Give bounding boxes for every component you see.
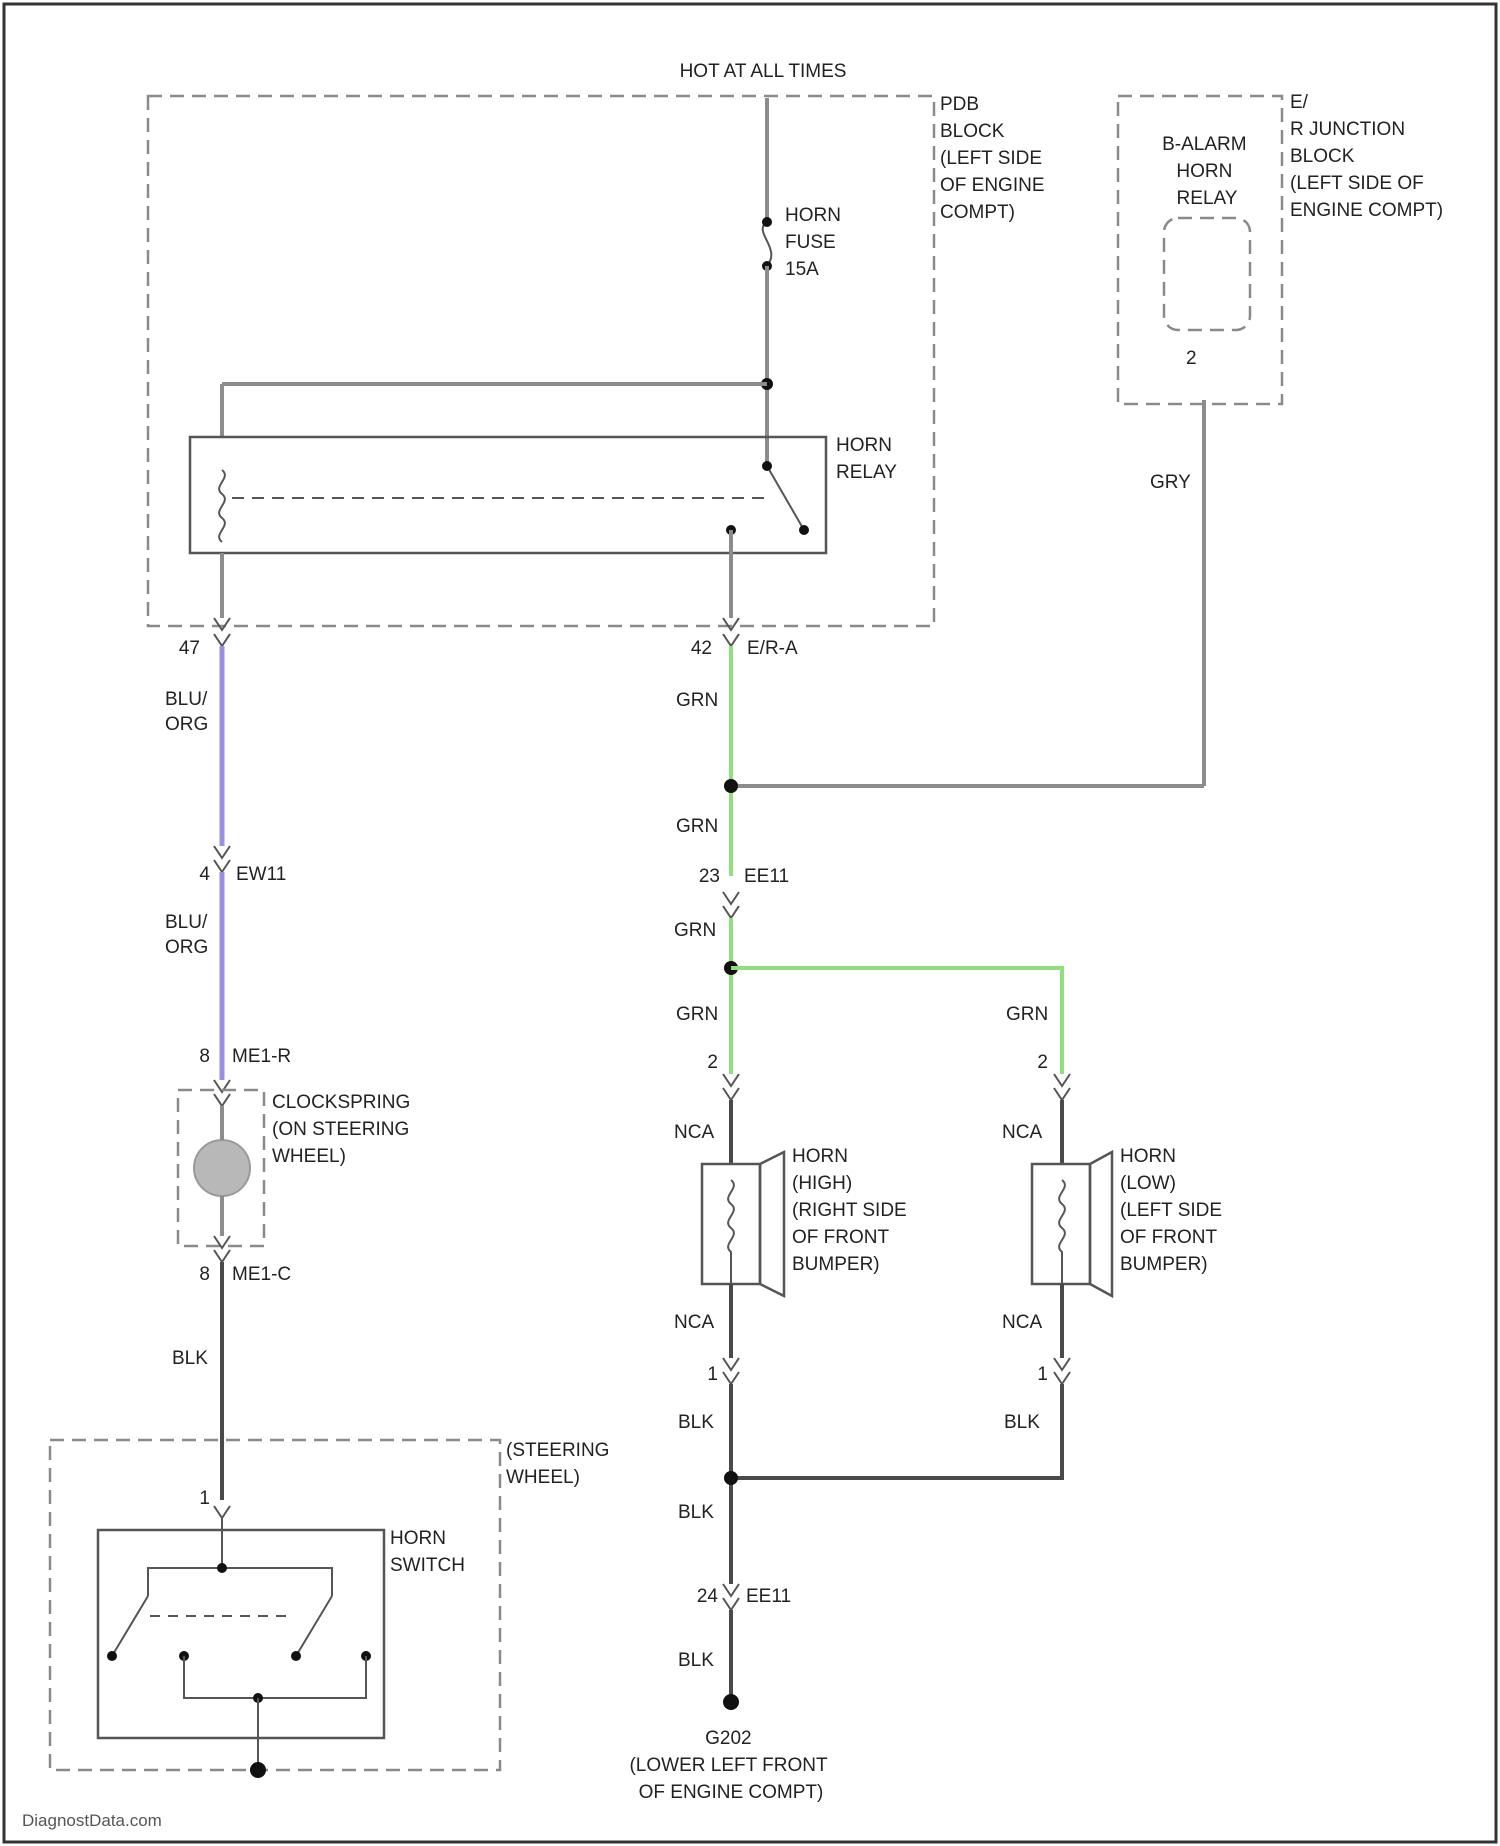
pin-8-label: 8 <box>199 1046 210 1067</box>
relay-pin-label: 2 <box>1186 348 1197 369</box>
ground-g202-dot <box>723 1694 739 1710</box>
relay-contact-end <box>799 525 809 535</box>
blk-label-switch: BLK <box>172 1348 208 1369</box>
pin-2-high-label: 2 <box>707 1052 718 1073</box>
conn-ee11-bottom-label: EE11 <box>746 1586 791 1607</box>
gry-wire-label: GRY <box>1150 472 1191 493</box>
conn-me1-r-label: ME1-R <box>232 1046 291 1067</box>
nca-label-low-top: NCA <box>1002 1122 1042 1143</box>
nca-label-high-top: NCA <box>674 1122 714 1143</box>
pin-2-low-label: 2 <box>1037 1052 1048 1073</box>
pin-23-label: 23 <box>699 866 720 887</box>
relay-contact-pivot <box>762 461 772 471</box>
fuse-terminal-top <box>762 217 772 227</box>
pin-1-low-label: 1 <box>1037 1364 1048 1385</box>
grn-label-3: GRN <box>674 920 716 941</box>
switch-top-node <box>217 1563 227 1573</box>
watermark: DiagnostData.com <box>22 1811 162 1830</box>
blk-label-3: BLK <box>678 1502 714 1523</box>
pin-8b-label: 8 <box>199 1264 210 1285</box>
conn-er-a-label: E/R-A <box>747 638 798 659</box>
hot-at-all-times-label: HOT AT ALL TIMES <box>680 61 847 82</box>
conn-me1-c-label: ME1-C <box>232 1264 291 1285</box>
grn-label-1: GRN <box>676 690 718 711</box>
outer-frame <box>4 4 1496 1842</box>
pin-1-high-label: 1 <box>707 1364 718 1385</box>
nca-label-high-bottom: NCA <box>674 1312 714 1333</box>
switch-ground-dot <box>250 1762 266 1778</box>
blk-junction <box>724 1471 738 1485</box>
switch-contact-right-end <box>291 1651 301 1661</box>
conn-ee11-label: EE11 <box>744 866 789 887</box>
blk-label-2: BLK <box>1004 1412 1040 1433</box>
clockspring-symbol <box>194 1140 250 1196</box>
grn-label-5: GRN <box>1006 1004 1048 1025</box>
grn-label-2: GRN <box>676 816 718 837</box>
pin-42-label: 42 <box>691 638 712 659</box>
switch-contact-left-end <box>107 1651 117 1661</box>
pin-4-label: 4 <box>199 864 210 885</box>
pin-1-switch-label: 1 <box>199 1488 210 1509</box>
grn-label-4: GRN <box>676 1004 718 1025</box>
pin-24-label: 24 <box>697 1586 719 1607</box>
blk-label-1: BLK <box>678 1412 714 1433</box>
conn-ew11-label: EW11 <box>236 864 286 885</box>
grn-junction-gry <box>724 779 738 793</box>
blk-label-4: BLK <box>678 1650 714 1671</box>
pin-47-label: 47 <box>179 638 200 659</box>
nca-label-low-bottom: NCA <box>1002 1312 1042 1333</box>
